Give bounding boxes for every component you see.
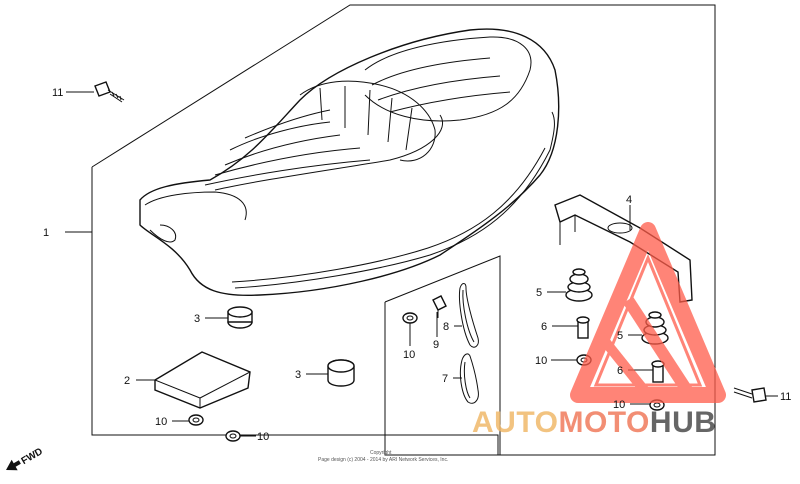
callout-6-a: 6: [541, 321, 547, 333]
part-3-cushion-a: [227, 306, 253, 329]
part-11-bolt-left: [94, 81, 125, 103]
callout-11-left: 11: [52, 87, 63, 99]
callout-10-e: 10: [613, 399, 625, 411]
fwd-label: FWD: [20, 446, 45, 467]
callout-1: 1: [43, 227, 49, 239]
callout-10-b: 10: [155, 416, 167, 428]
callout-5-b: 5: [617, 330, 623, 342]
part-7-band: [459, 353, 479, 404]
leader-lines: [65, 91, 778, 437]
callout-11-right: 11: [780, 391, 791, 403]
part-6-collar-a: [576, 316, 590, 339]
watermark-word-moto: MOTO: [558, 406, 649, 439]
callout-7: 7: [442, 373, 448, 385]
callout-9: 9: [433, 339, 439, 351]
callout-10-a: 10: [403, 349, 415, 361]
part-5-grommet-a: [565, 268, 593, 302]
svg-text:AUTOMOTOHUB: AUTOMOTOHUB: [472, 406, 716, 439]
part-10-nut-c: [225, 430, 241, 442]
callout-3-a: 3: [194, 313, 200, 325]
callout-4: 4: [626, 194, 632, 206]
part-3-cushion-b: [327, 359, 355, 387]
part-11-bolt-right: [733, 387, 767, 403]
callout-3-b: 3: [295, 369, 301, 381]
watermark-word-hub: HUB: [650, 406, 717, 439]
hardware-box-outline: [384, 255, 501, 456]
copyright-line-2: Page design (c) 2004 - 2014 by ARI Netwo…: [318, 457, 448, 463]
callout-5-a: 5: [536, 287, 542, 299]
part-10-nut-a: [402, 312, 418, 324]
watermark-triangle-logo: [570, 222, 726, 403]
part-10-nut-b: [188, 414, 204, 426]
part-2-plate: [154, 351, 251, 409]
callout-8: 8: [443, 321, 449, 333]
callout-2: 2: [124, 375, 130, 387]
callout-10-c: 10: [257, 431, 269, 443]
part-8-band: [459, 283, 479, 348]
part-6-collar-b: [651, 360, 665, 383]
frame-outline: [91, 4, 716, 456]
watermark-logo: AUTOMOTOHUB: [472, 406, 716, 439]
copyright-line-1: Copyright: [370, 450, 392, 456]
fwd-indicator: FWD: [6, 446, 45, 471]
callout-6-b: 6: [617, 365, 623, 377]
part-9-clip: [432, 295, 447, 318]
seat-drawing: [139, 28, 560, 297]
callout-10-d: 10: [535, 355, 547, 367]
watermark-word-auto: AUTO: [472, 406, 558, 439]
